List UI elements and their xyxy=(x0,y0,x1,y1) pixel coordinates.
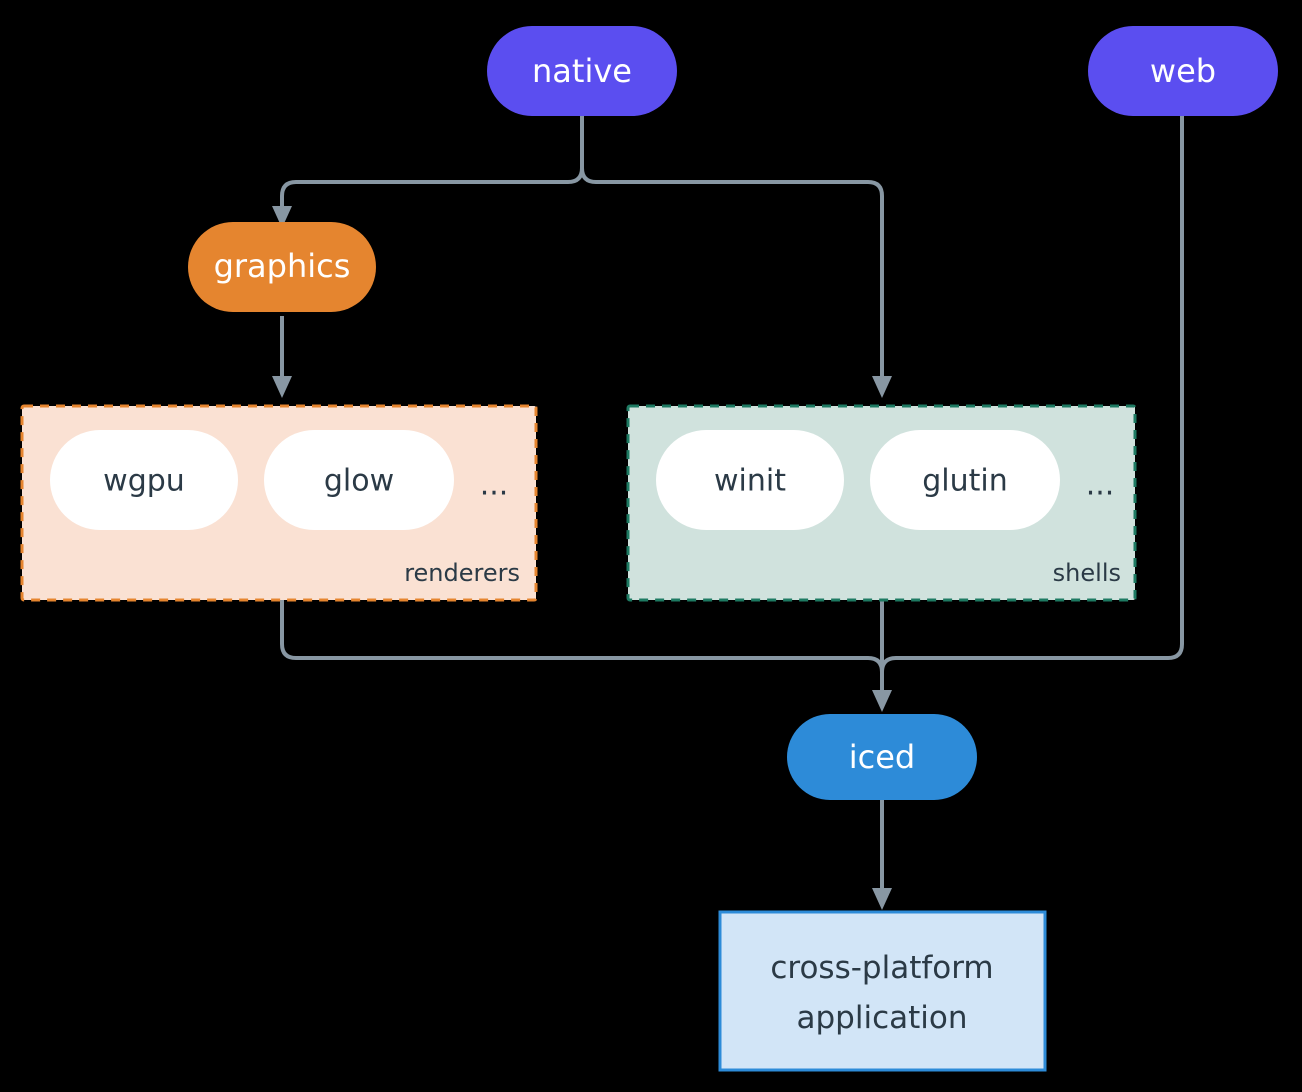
node-native[interactable]: native xyxy=(487,26,677,116)
arrowhead-graphics-renderers xyxy=(272,376,292,398)
edge-native-to-graphics xyxy=(280,116,584,211)
node-iced[interactable]: iced xyxy=(787,714,977,800)
node-graphics[interactable]: graphics xyxy=(188,222,376,312)
node-application[interactable]: cross-platform application xyxy=(718,910,1047,1072)
node-iced-bg xyxy=(787,714,977,800)
node-application-label-line2: application xyxy=(797,1000,968,1036)
shells-ellipsis: ... xyxy=(1086,468,1115,503)
chip-glutin-label: glutin xyxy=(922,464,1008,499)
node-graphics-bg xyxy=(188,222,376,312)
chip-winit-bg[interactable] xyxy=(656,430,844,530)
edge-web-to-iced xyxy=(880,116,1184,692)
node-application-bg xyxy=(718,910,1047,1072)
node-web[interactable]: web xyxy=(1088,26,1278,116)
node-native-bg xyxy=(487,26,677,116)
arrowhead-iced-application xyxy=(872,888,892,910)
arrowhead-native-graphics xyxy=(272,206,292,228)
node-web-bg xyxy=(1088,26,1278,116)
group-renderers-label: renderers xyxy=(404,559,520,587)
arrowhead-native-shells xyxy=(872,376,892,398)
node-iced-label: iced xyxy=(849,738,915,776)
arrowhead-merge-iced xyxy=(872,690,892,712)
edge-layer xyxy=(272,116,1184,910)
renderers-ellipsis: ... xyxy=(480,468,509,503)
chip-wgpu-label: wgpu xyxy=(103,464,185,499)
node-web-label: web xyxy=(1150,52,1216,90)
node-native-label: native xyxy=(532,52,632,90)
node-application-label-line1: cross-platform xyxy=(770,950,993,986)
chip-wgpu-bg[interactable] xyxy=(50,430,238,530)
node-graphics-label: graphics xyxy=(214,247,351,285)
chip-glow-label: glow xyxy=(324,464,394,499)
chip-glow-bg[interactable] xyxy=(264,430,454,530)
edge-native-to-shells xyxy=(580,116,884,378)
chip-glutin-bg[interactable] xyxy=(870,430,1060,530)
group-shells-label: shells xyxy=(1053,559,1121,587)
edge-renderers-to-iced xyxy=(280,600,884,692)
group-renderers[interactable]: wgpu glow ... renderers xyxy=(20,404,538,602)
chip-winit-label: winit xyxy=(714,464,786,499)
group-shells[interactable]: winit glutin ... shells xyxy=(626,404,1137,602)
